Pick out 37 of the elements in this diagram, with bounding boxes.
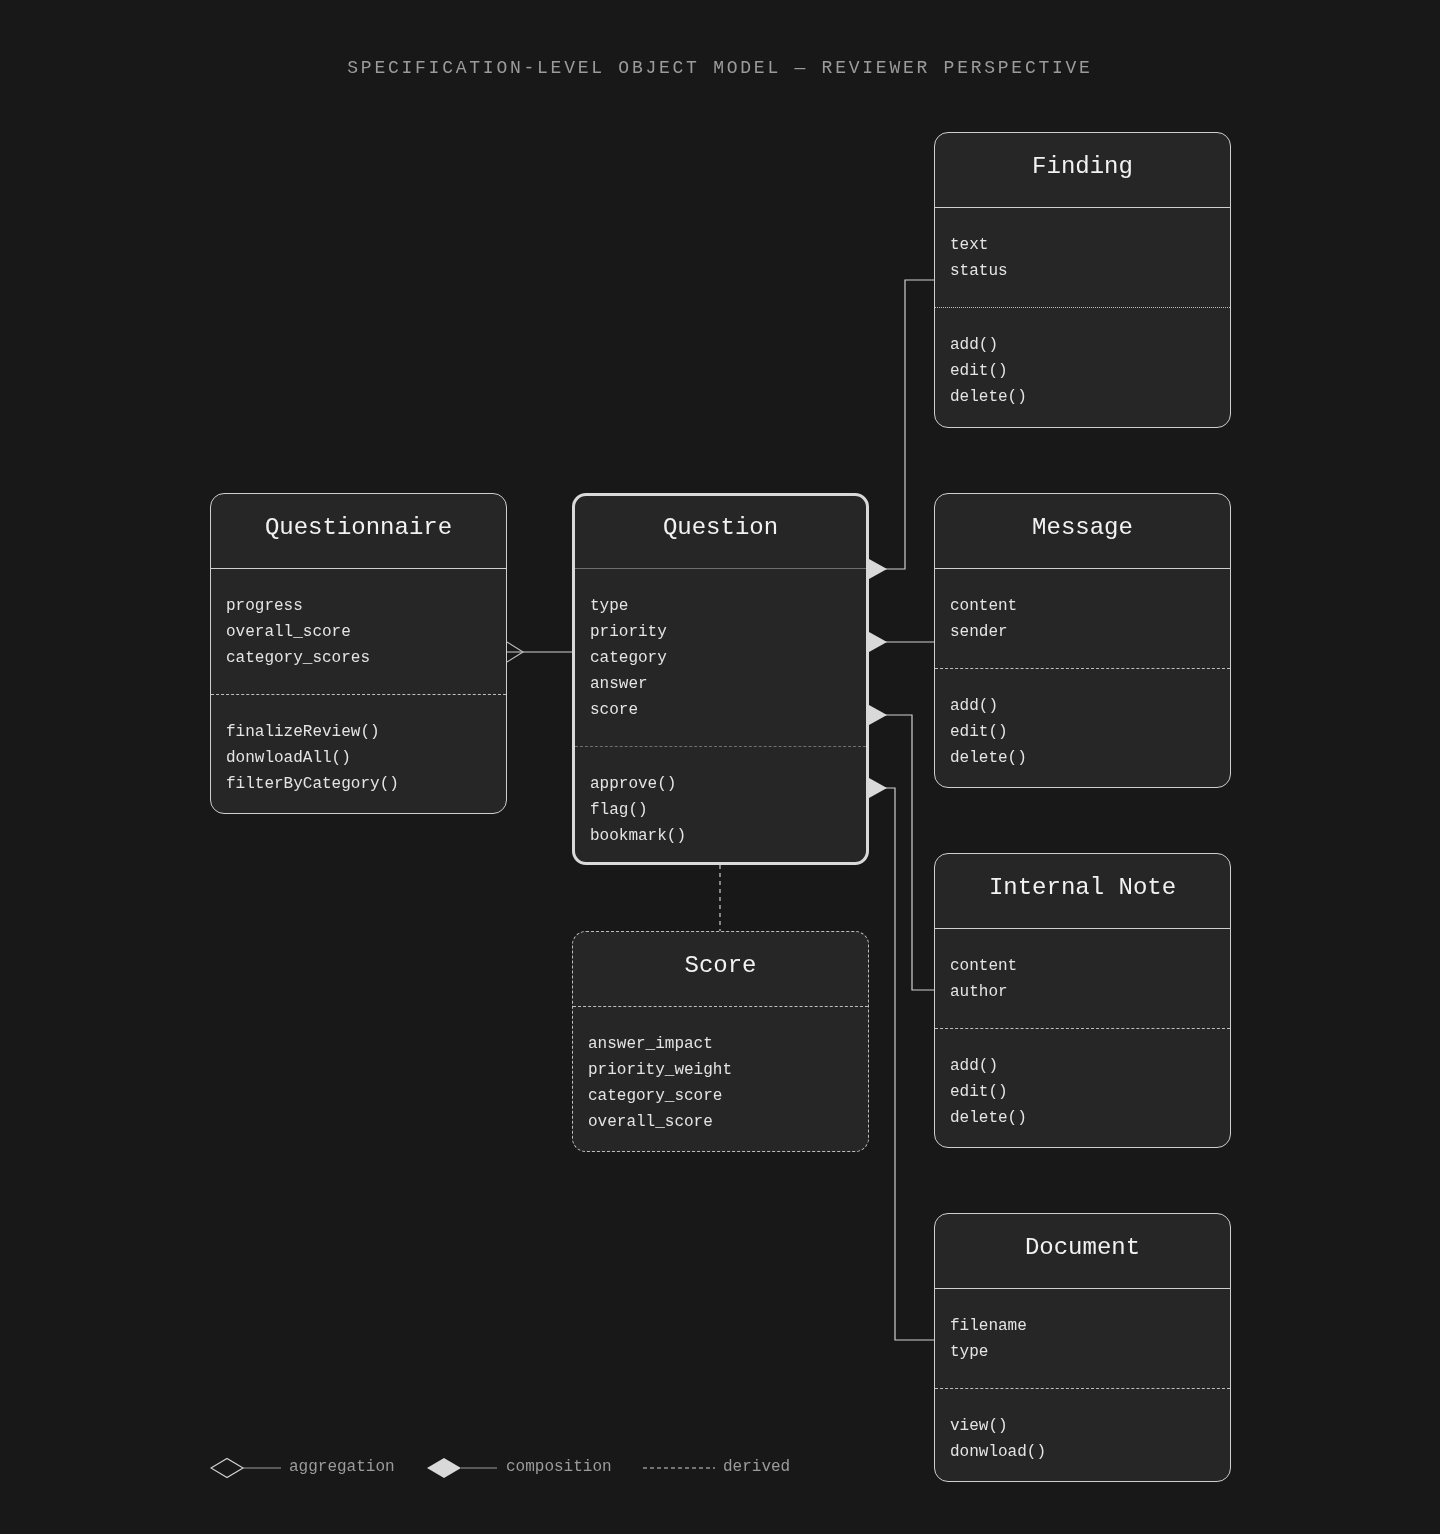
method-list: finalizeReview() donwloadAll() filterByCategory(): [226, 719, 399, 797]
class-box: [934, 132, 1231, 428]
legend-label: derived: [723, 1457, 791, 1478]
class-box: [210, 493, 507, 814]
legend-label: composition: [506, 1457, 612, 1478]
aggregation-connector: [506, 641, 573, 663]
class-box: [934, 1213, 1231, 1482]
attribute-list: answer_impact priority_weight category_score overall_score: [588, 1031, 733, 1135]
class-name: Message: [1032, 513, 1133, 543]
dashed-connector: [719, 864, 721, 932]
composition-connector: [868, 778, 935, 1341]
composition-connector: [868, 705, 935, 991]
attribute-list: text status: [950, 232, 1008, 284]
attribute-list: progress overall_score category_scores: [226, 593, 370, 671]
class-name: Questionnaire: [264, 513, 453, 543]
class-box: [572, 493, 869, 865]
class-box: [934, 493, 1231, 788]
attribute-list: filename type: [950, 1313, 1027, 1365]
composition-connector: [868, 632, 935, 652]
attribute-list: type priority category answer score: [590, 593, 667, 723]
class-name: Question: [662, 513, 779, 543]
attribute-list: content sender: [950, 593, 1018, 645]
class-name: Score: [684, 951, 757, 981]
method-list: add() edit() delete(): [950, 1053, 1027, 1131]
class-name: Document: [1024, 1233, 1141, 1263]
composition-connector: [868, 279, 935, 579]
class-name: Internal Note: [988, 873, 1177, 903]
class-box: [572, 931, 869, 1152]
method-list: approve() flag() bookmark(): [590, 771, 686, 849]
method-list: view() donwload(): [950, 1413, 1046, 1465]
class-name: Finding: [1032, 152, 1133, 182]
method-list: add() edit() delete(): [950, 332, 1027, 410]
method-list: add() edit() delete(): [950, 693, 1027, 771]
class-box: [934, 853, 1231, 1148]
legend-label: aggregation: [289, 1457, 395, 1478]
diagram-title: SPECIFICATION-LEVEL OBJECT MODEL — REVIEWER PERSPECTIVE: [347, 57, 1093, 80]
attribute-list: content author: [950, 953, 1018, 1005]
